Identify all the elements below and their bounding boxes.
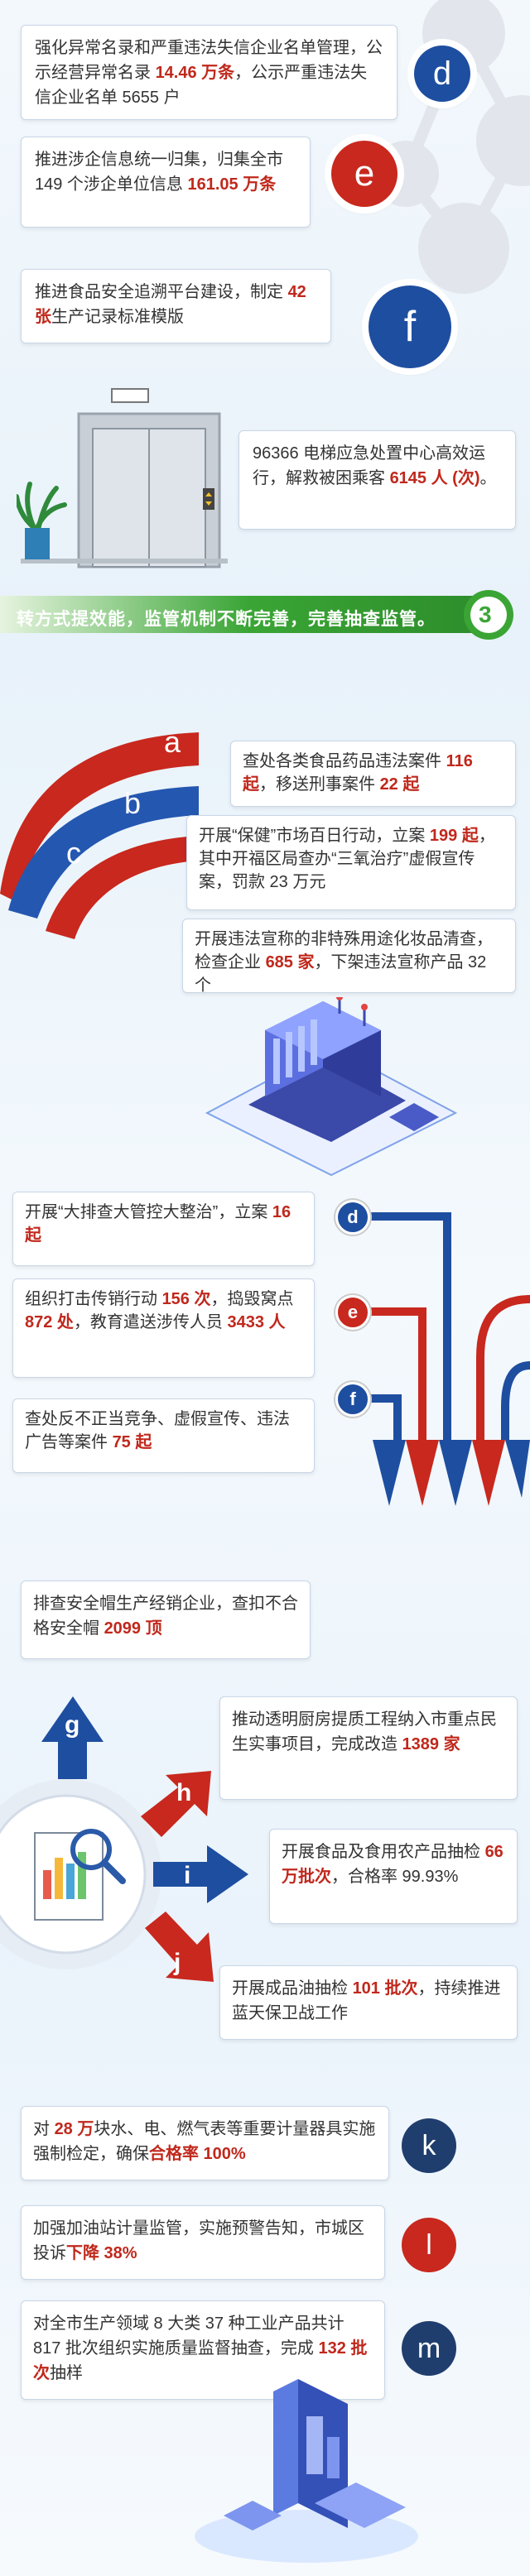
info-card-c: 开展违法宣称的非特殊用途化妆品清查，检查企业 685 家，下架违法宣称产品 32…	[182, 919, 516, 995]
wing-label-a: a	[164, 725, 181, 759]
arrow-label-i: i	[184, 1862, 191, 1889]
highlight-value: 3433 人	[227, 1313, 286, 1331]
card-text: ，移送刑事案件	[259, 775, 380, 794]
highlight-value: 156 次	[161, 1290, 211, 1308]
highlight-value: 28 万	[54, 2120, 94, 2138]
highlight-value: 872 处	[25, 1313, 74, 1331]
card-text: 对	[33, 2120, 55, 2138]
card-text: ，捣毁窝点	[210, 1290, 294, 1308]
info-card-e: 推进涉企信息统一归集，归集全市 149 个涉企单位信息 161.05 万条	[21, 137, 311, 228]
card-text: 推进涉企信息统一归集，归集全市 149 个涉企单位信息	[35, 151, 283, 194]
info-card-a: 查处各类食品药品违法案件 116 起，移送刑事案件 22 起	[230, 741, 516, 807]
elevator-illustration	[17, 388, 228, 568]
letter-badge-l: l	[402, 2218, 456, 2272]
info-card-f: 推进食品安全追溯平台建设，制定 42 张生产记录标准模版	[21, 269, 331, 343]
highlight-value: 16 起	[25, 1203, 292, 1245]
arrow-label-g: g	[65, 1711, 80, 1739]
card-text: 加强加油站计量监管，实施预警告知，市城区投诉	[33, 2219, 364, 2262]
building-illustration	[205, 997, 458, 1177]
report-hub-illustration	[0, 1696, 248, 1982]
letter-badge-f: f	[369, 285, 451, 368]
letter-badge-f2: f	[335, 1382, 370, 1417]
card-text: 查处各类食品药品违法案件	[243, 752, 446, 770]
info-card-k: 对 28 万块水、电、燃气表等重要计量器具实施强制检定，确保合格率 100%	[21, 2106, 389, 2180]
info-card-m: 对全市生产领域 8 大类 37 种工业产品共计 817 批次组织实施质量监督抽查…	[21, 2300, 385, 2400]
card-text: ，公示严重违法失信企业名单 5655 户	[35, 64, 368, 107]
highlight-value: 101 批次	[352, 1979, 418, 1998]
card-text: 开展违法宣称的非特殊用途化妆品清查，检查企业	[195, 930, 493, 971]
card-text: ，持续推进蓝天保卫战工作	[232, 1979, 501, 2022]
card-text: ，其中开福区局查办“三氧治疗”虚假宣传案，罚款 23 万元	[199, 827, 495, 891]
highlight-value: 1389 家	[402, 1735, 460, 1753]
card-text: 。	[479, 469, 497, 487]
highlight-value: 75 起	[112, 1433, 152, 1451]
info-card-f2: 查处反不正当竞争、虚假宣传、违法广告等案件 75 起	[12, 1398, 315, 1473]
banner-number: 3	[479, 602, 492, 627]
letter-badge-e: e	[331, 141, 398, 207]
letter-badge-k: k	[402, 2118, 456, 2173]
info-card-j: 开展成品油抽检 101 批次，持续推进蓝天保卫战工作	[219, 1965, 518, 2040]
card-text: 组织打击传销行动	[25, 1290, 162, 1308]
card-text: 开展食品及食用农产品抽检	[282, 1843, 485, 1861]
card-text: 开展成品油抽检	[232, 1979, 353, 1998]
wing-label-c: c	[66, 836, 81, 870]
highlight-value: 132 批次	[33, 2339, 368, 2382]
info-card-l: 加强加油站计量监管，实施预警告知，市城区投诉下降 38%	[21, 2205, 385, 2280]
arrow-label-h: h	[176, 1779, 192, 1806]
letter-badge-d: d	[414, 46, 470, 102]
wing-label-b: b	[124, 786, 142, 820]
highlight-value: 42 张	[35, 283, 306, 326]
card-text: 推进食品安全追溯平台建设，制定	[35, 283, 288, 301]
card-text: 96366 电梯应急处置中心高效运行，解救被困乘客	[253, 444, 486, 487]
pipe-decoration	[340, 1212, 530, 1506]
info-card-b: 开展“保健”市场百日行动，立案 199 起，其中开福区局查办“三氧治疗”虚假宣传…	[186, 815, 516, 910]
letter-badge-d2: d	[335, 1200, 370, 1235]
card-text: 开展“大排查大管控大整治”，立案	[25, 1203, 272, 1221]
letter-badge-e2: e	[335, 1295, 370, 1330]
analytics-illustration	[195, 2379, 418, 2563]
info-card-elevator: 96366 电梯应急处置中心高效运行，解救被困乘客 6145 人 (次)。	[238, 430, 516, 530]
info-card-d: 强化异常名录和严重违法失信企业名单管理，公示经营异常名录 14.46 万条，公示…	[21, 25, 398, 120]
highlight-value: 199 起	[429, 827, 479, 845]
info-card-d2: 开展“大排查大管控大整治”，立案 16 起	[12, 1192, 315, 1266]
card-text: 查处反不正当竞争、虚假宣传、违法广告等案件	[25, 1410, 290, 1451]
banner-text: 转方式提效能，监管机制不断完善，完善抽查监管。	[17, 610, 436, 629]
card-text: 块水、电、燃气表等重要计量器具实施强制检定，确保	[33, 2120, 376, 2163]
card-text: 生产记录标准模版	[51, 308, 184, 326]
highlight-value: 下降 38%	[66, 2244, 137, 2262]
highlight-value: 66 万批次	[282, 1843, 504, 1886]
highlight-value: 685 家	[265, 953, 315, 971]
card-text: 推动透明厨房提质工程纳入市重点民生实事项目，完成改造	[232, 1710, 497, 1753]
info-card-i: 开展食品及食用农产品抽检 66 万批次，合格率 99.93%	[269, 1829, 518, 1924]
card-text: 开展“保健”市场百日行动，立案	[199, 827, 430, 845]
highlight-value: 6145 人 (次)	[389, 469, 480, 487]
card-text: ，教育遣送涉传人员	[73, 1313, 228, 1331]
card-text: ，下架违法宣称产品 32 个	[195, 953, 487, 995]
highlight-value: 116 起	[243, 752, 473, 794]
info-card-e2: 组织打击传销行动 156 次，捣毁窝点 872 处，教育遣送涉传人员 3433 …	[12, 1278, 315, 1378]
section-banner	[0, 590, 513, 640]
highlight-value: 2099 顶	[104, 1619, 162, 1638]
highlight-value: 14.46 万条	[155, 64, 235, 82]
highlight-value: 22 起	[379, 775, 420, 794]
letter-badge-m: m	[402, 2321, 456, 2376]
card-text: 排查安全帽生产经销企业，查扣不合格安全帽	[33, 1595, 298, 1638]
info-card-g: 排查安全帽生产经销企业，查扣不合格安全帽 2099 顶	[21, 1581, 311, 1659]
info-card-h: 推动透明厨房提质工程纳入市重点民生实事项目，完成改造 1389 家	[219, 1696, 518, 1800]
card-text: 强化异常名录和严重违法失信企业名单管理，公示经营异常名录	[35, 39, 383, 82]
highlight-value: 合格率 100%	[149, 2145, 246, 2163]
card-text: 抽样	[50, 2364, 83, 2382]
arrow-label-j: j	[174, 1949, 181, 1976]
highlight-value: 161.05 万条	[187, 175, 277, 194]
card-text: ，合格率 99.93%	[331, 1868, 459, 1886]
card-text: 对全市生产领域 8 大类 37 种工业产品共计 817 批次组织实施质量监督抽查…	[33, 2315, 344, 2358]
wing-stripes	[0, 732, 199, 939]
